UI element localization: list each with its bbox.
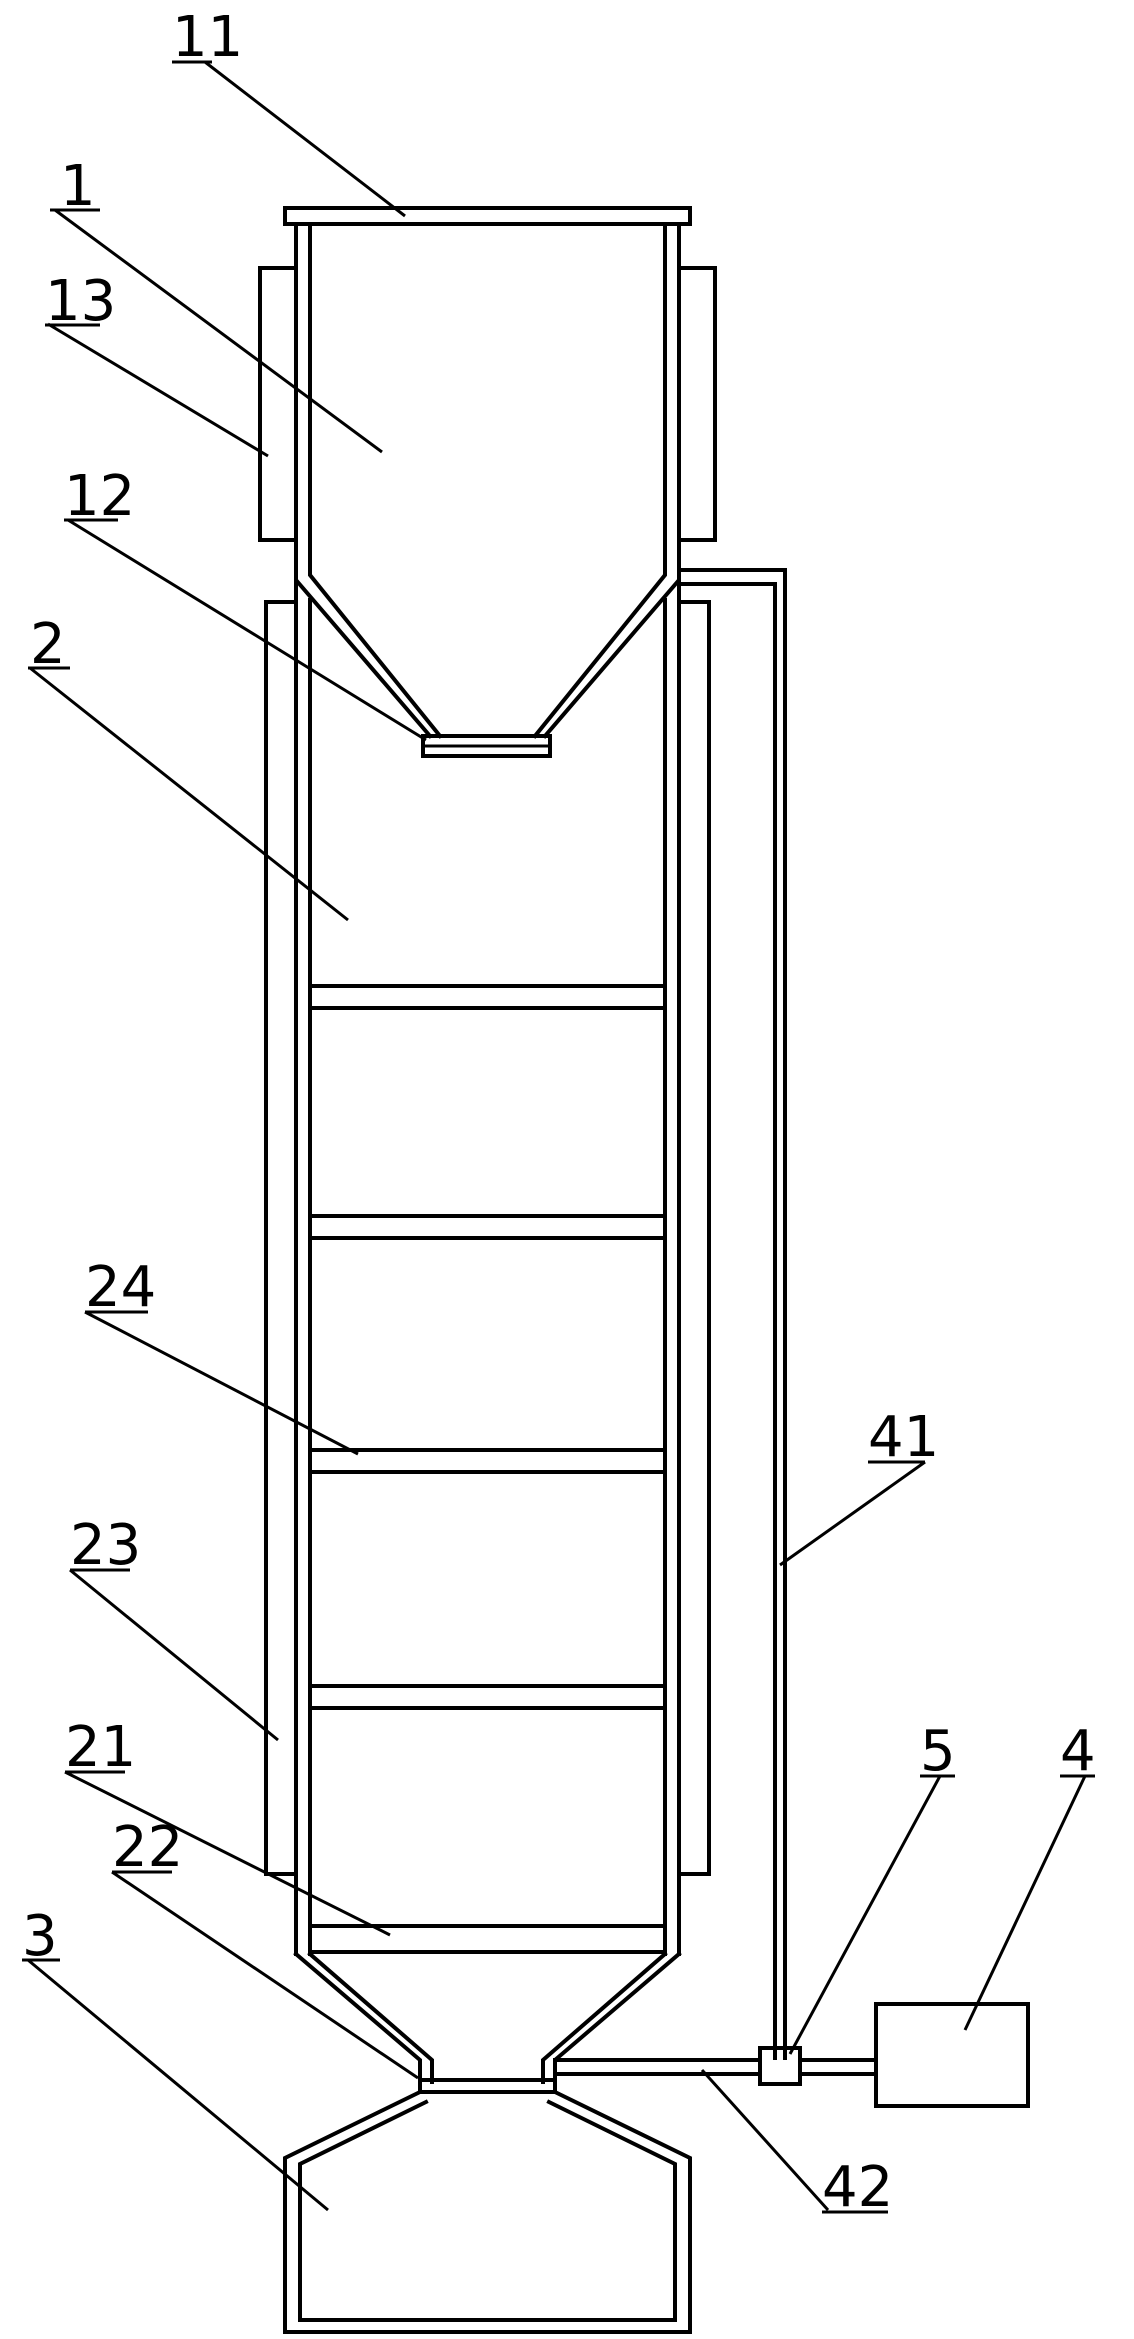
upper-hopper (258, 206, 717, 758)
lower-receiver (283, 2089, 692, 2334)
column-left-jacket (264, 600, 298, 1876)
label-23: 23 (70, 1513, 141, 1578)
column-tray-4 (308, 1684, 667, 1710)
hopper-outer-wall (294, 222, 681, 739)
column-tray-2 (308, 1214, 667, 1240)
hopper-left-jacket (258, 266, 298, 542)
label-underlines (22, 60, 1095, 2214)
label-12: 12 (64, 464, 135, 529)
leader-13 (47, 322, 269, 458)
column-lower-cone-right (541, 1951, 682, 2084)
leader-12 (67, 518, 427, 742)
leader-3 (27, 1958, 329, 2212)
leader-11 (204, 60, 406, 218)
leader-4 (963, 1775, 1087, 2031)
leader-21 (64, 1770, 391, 1937)
pipe-42-left (553, 2058, 762, 2076)
column-tray-1 (308, 984, 667, 1010)
pipe-42-right (798, 2058, 878, 2076)
leader-24 (84, 1310, 359, 1456)
column-right-jacket (677, 600, 711, 1876)
leader-lines (27, 60, 1087, 2212)
leader-23 (69, 1568, 279, 1742)
piping-system (553, 568, 1030, 2108)
label-5: 5 (920, 1719, 956, 1784)
reference-numerals: 11 1 13 12 2 24 41 23 21 5 4 22 3 42 (22, 5, 1096, 2220)
label-3: 3 (22, 1904, 58, 1969)
hopper-lid (283, 206, 692, 226)
label-4: 4 (1060, 1719, 1096, 1784)
column-tray-3 (308, 1448, 667, 1474)
gas-unit (874, 2002, 1030, 2108)
label-24: 24 (85, 1255, 156, 1320)
leader-2 (29, 666, 349, 922)
hopper-inner-wall (308, 222, 667, 739)
main-column (264, 578, 711, 2094)
label-2: 2 (30, 612, 66, 677)
leader-5 (788, 1775, 942, 2055)
label-1: 1 (60, 154, 96, 219)
valve (758, 2046, 802, 2086)
column-lower-cone-left (293, 1951, 434, 2084)
receiver-inner-wall (298, 2099, 677, 2322)
column-neck (418, 2078, 557, 2094)
pipe-41 (677, 568, 787, 2060)
column-right-wall (663, 578, 681, 1956)
leader-22 (111, 1870, 419, 2080)
label-13: 13 (45, 269, 116, 334)
leader-42 (700, 2068, 830, 2212)
leader-1 (54, 208, 383, 454)
label-22: 22 (112, 1815, 183, 1880)
label-42: 42 (822, 2155, 893, 2220)
label-41: 41 (868, 1405, 939, 1470)
leader-41 (779, 1460, 926, 1567)
label-11: 11 (172, 5, 243, 70)
column-bottom-plate (308, 1924, 667, 1954)
column-left-wall (294, 578, 312, 1956)
hopper-right-jacket (677, 266, 717, 542)
label-21: 21 (65, 1715, 136, 1780)
receiver-outer-wall (283, 2089, 692, 2334)
